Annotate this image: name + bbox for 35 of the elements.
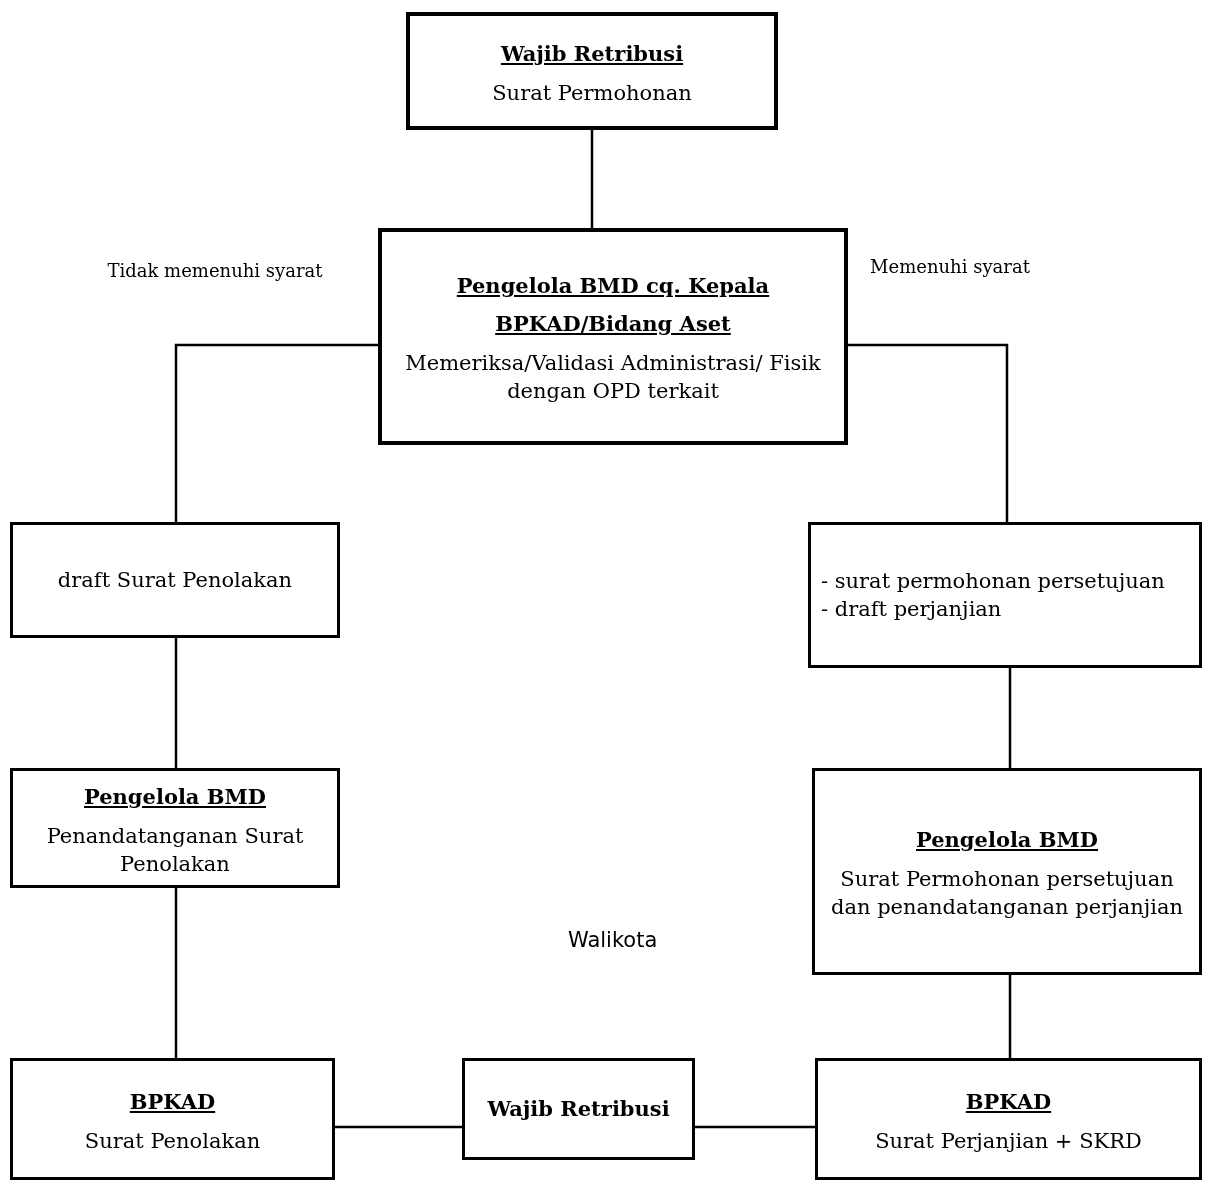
box-heading: Wajib Retribusi — [500, 39, 684, 68]
box-text: draft Surat Penolakan — [57, 566, 293, 594]
box-heading: BPKAD — [965, 1087, 1052, 1116]
connector-line — [590, 130, 594, 228]
process-box — [462, 1058, 695, 1160]
process-box — [406, 12, 778, 130]
free-text: Walikota — [568, 928, 658, 952]
process-box — [378, 228, 848, 445]
box-text: Surat Permohonan — [492, 79, 692, 107]
box-text: Surat Perjanjian + SKRD — [875, 1127, 1142, 1155]
process-box — [812, 768, 1202, 975]
box-heading: Pengelola BMD cq. Kepala BPKAD/Bidang Aset — [455, 272, 771, 339]
connector-line — [1008, 668, 1012, 768]
connector-line — [174, 888, 178, 1058]
list-item: - surat permohonan persetujuan — [821, 567, 1166, 595]
box-text: Memeriksa/Validasi Administrasi/ Fisik dengan OPD terkait — [404, 349, 822, 406]
list-item: - draft perjanjian — [821, 596, 1003, 623]
process-box — [10, 1058, 335, 1180]
connector-line — [695, 1125, 815, 1129]
box-text: Surat Penolakan — [84, 1127, 261, 1155]
process-box — [815, 1058, 1202, 1180]
box-text: Penandatanganan Surat Penolakan — [45, 822, 305, 878]
connector-line — [174, 343, 378, 522]
process-box — [10, 768, 340, 888]
connector-line — [174, 638, 178, 768]
box-text: Surat Permohonan persetujuan dan penandatanganan perjanjian — [830, 866, 1184, 922]
box-heading: Pengelola BMD — [84, 782, 266, 811]
box-heading: Pengelola BMD — [916, 826, 1098, 855]
connector-line — [1008, 975, 1012, 1058]
process-box — [10, 522, 340, 638]
box-heading: BPKAD — [129, 1087, 216, 1116]
connector-line — [848, 343, 1009, 522]
connector-line — [335, 1125, 462, 1129]
process-box — [808, 522, 1202, 668]
box-heading: Wajib Retribusi — [487, 1095, 670, 1124]
